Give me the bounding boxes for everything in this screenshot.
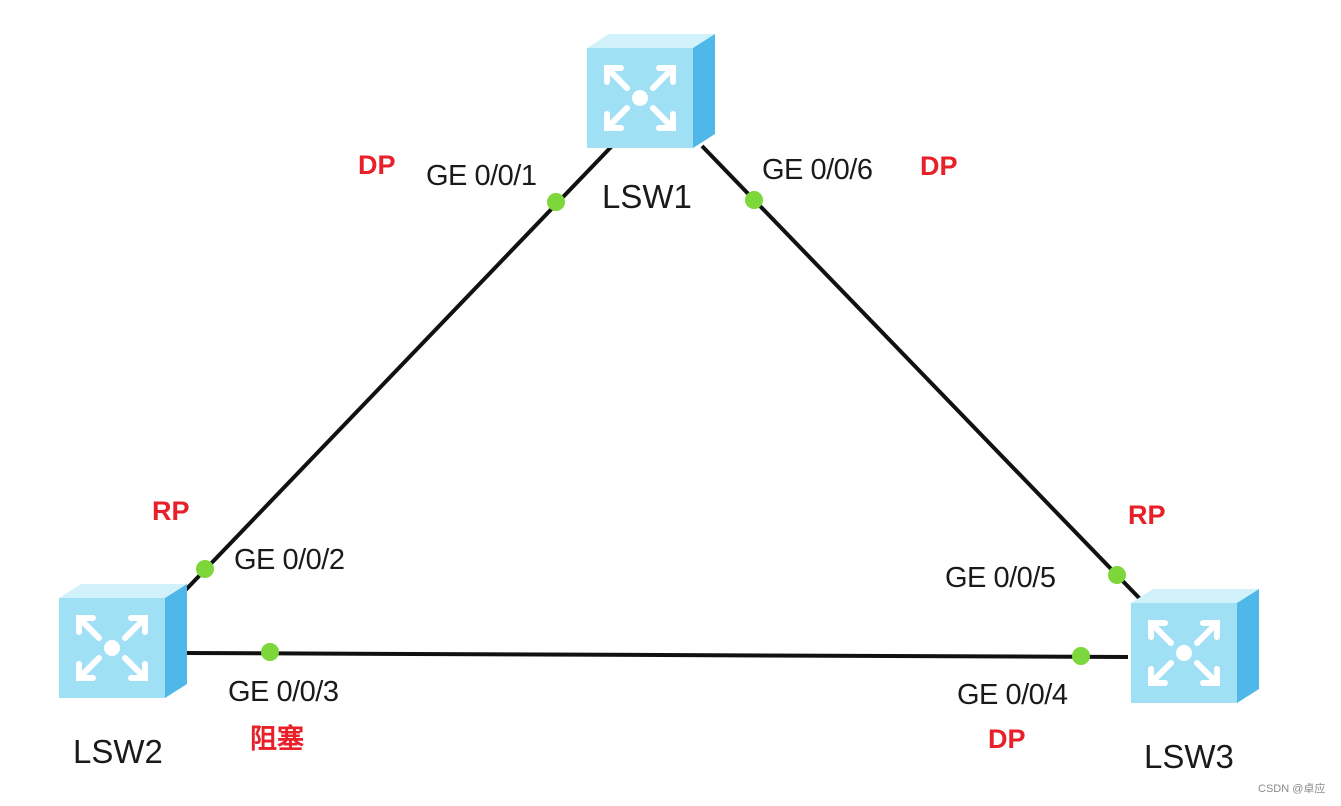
port-label-ge005: GE 0/0/5 xyxy=(945,562,1056,594)
port-role-ge004: DP xyxy=(988,724,1026,754)
port-label-ge006: GE 0/0/6 xyxy=(762,154,873,186)
port-dot-ge006 xyxy=(745,191,763,209)
port-dot-ge002 xyxy=(196,560,214,578)
port-dot-ge004 xyxy=(1072,647,1090,665)
port-label-ge003: GE 0/0/3 xyxy=(228,676,339,708)
link-lsw1-lsw2 xyxy=(174,144,614,602)
port-role-ge003: 阻塞 xyxy=(250,724,304,754)
watermark-text: CSDN @卓应 xyxy=(1258,783,1326,795)
port-role-ge001: DP xyxy=(358,150,396,180)
port-label-ge002: GE 0/0/2 xyxy=(234,544,345,576)
port-role-ge005: RP xyxy=(1128,500,1166,530)
port-label-ge004: GE 0/0/4 xyxy=(957,679,1068,711)
port-dot-ge001 xyxy=(547,193,565,211)
port-dot-ge005 xyxy=(1108,566,1126,584)
switch-lsw1-label: LSW1 xyxy=(602,178,692,215)
port-label-ge001: GE 0/0/1 xyxy=(426,160,537,192)
port-role-ge006: DP xyxy=(920,151,958,181)
link-lsw1-lsw3 xyxy=(700,144,1145,604)
switch-lsw1-icon[interactable] xyxy=(583,32,718,150)
switch-lsw3-icon[interactable] xyxy=(1127,587,1262,705)
switch-lsw3-label: LSW3 xyxy=(1144,738,1234,775)
link-lsw2-lsw3 xyxy=(185,651,1129,659)
switch-lsw2-icon[interactable] xyxy=(55,582,190,700)
port-dot-ge003 xyxy=(261,643,279,661)
switch-lsw2-label: LSW2 xyxy=(73,733,163,770)
port-role-ge002: RP xyxy=(152,496,190,526)
